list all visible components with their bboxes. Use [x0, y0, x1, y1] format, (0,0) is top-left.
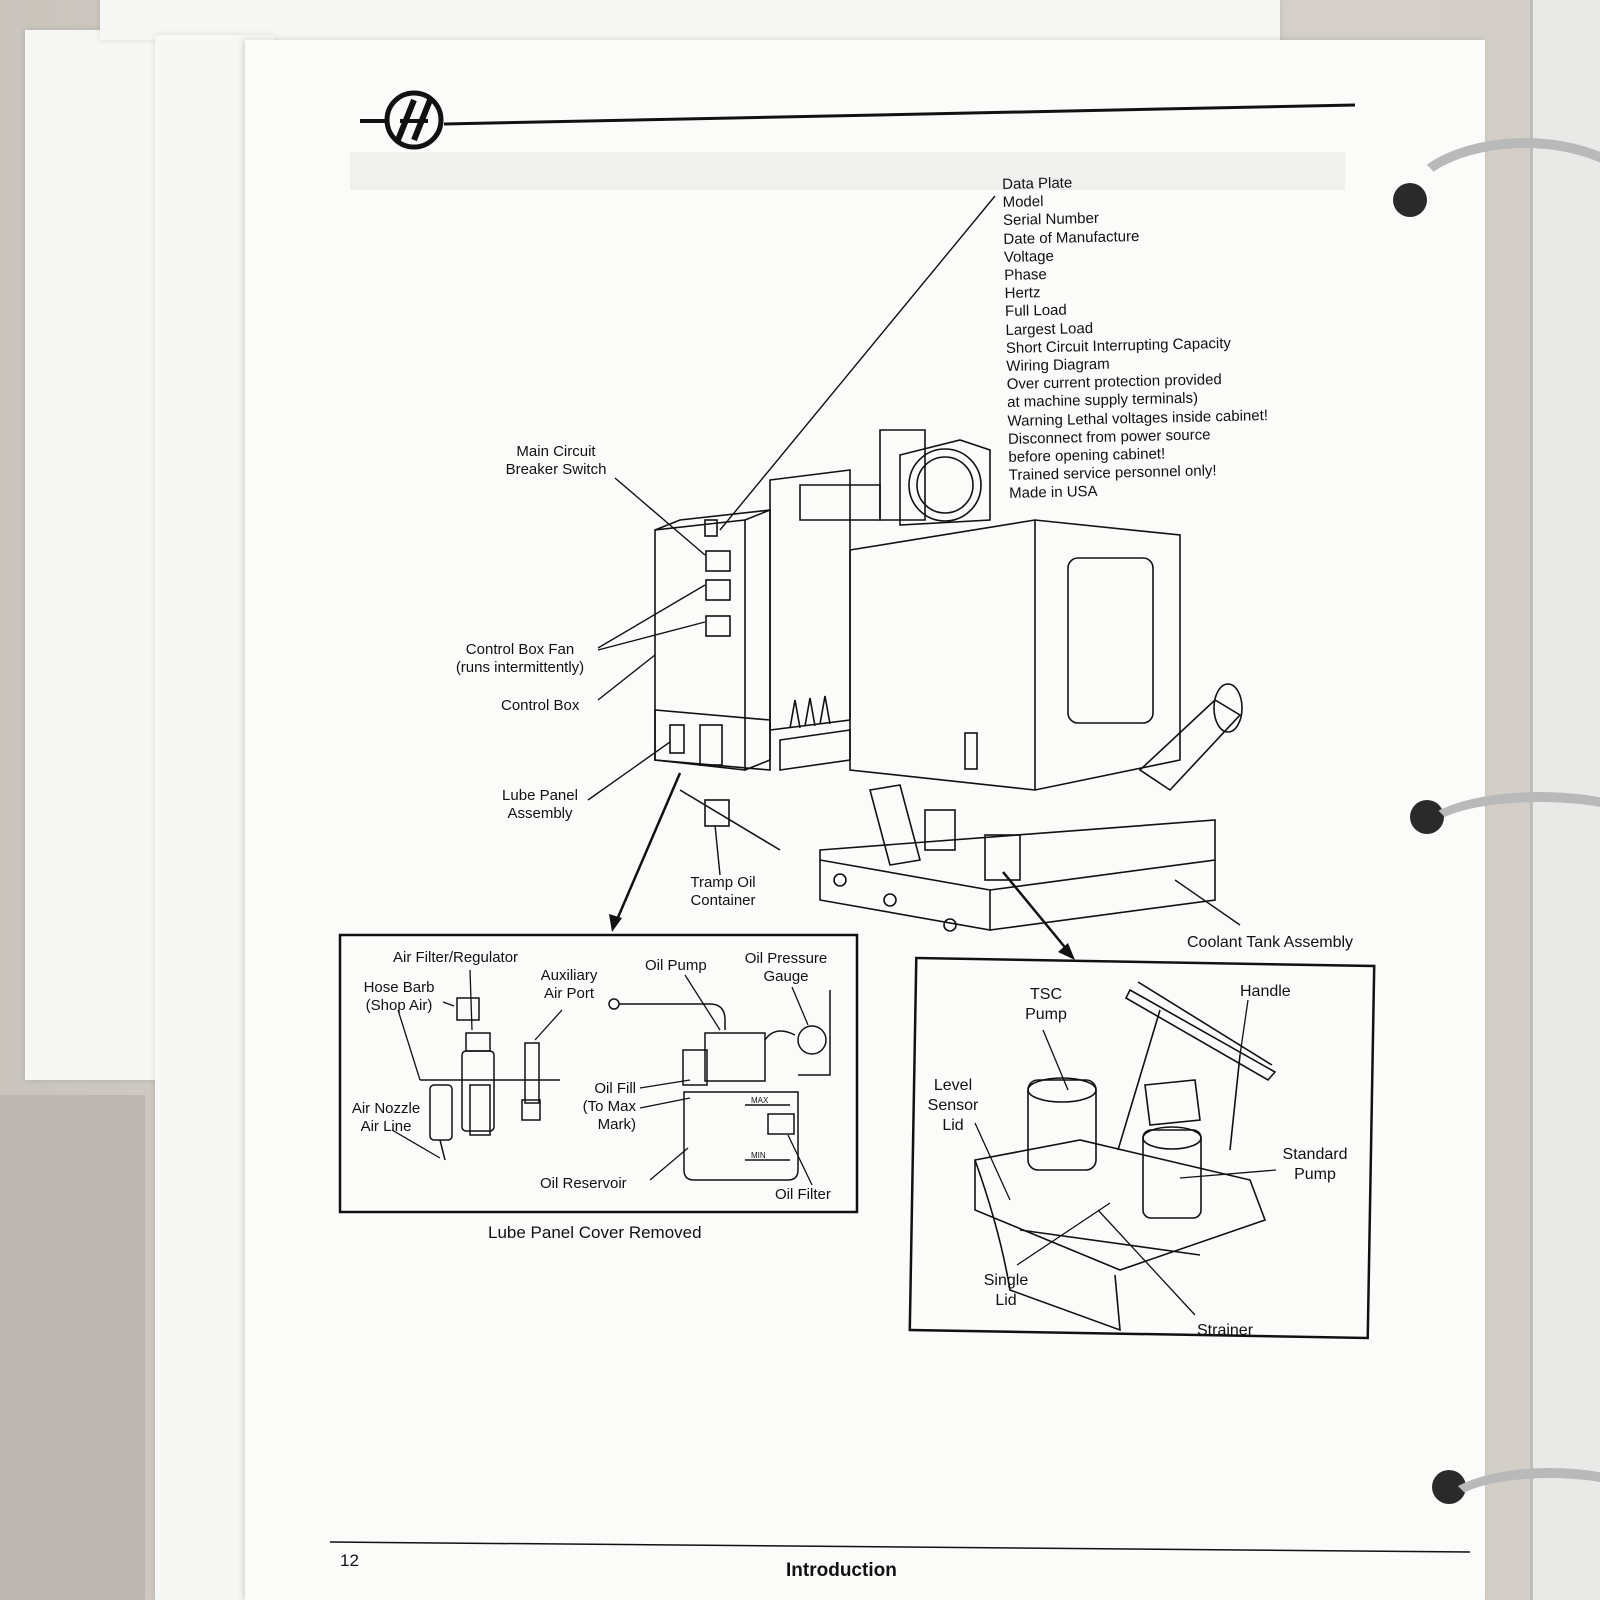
- single-lid-label: Single Lid: [983, 1272, 1029, 1309]
- hose-barb-label: Hose Barb (Shop Air): [363, 979, 435, 1014]
- coolant-detail-frame: [908, 956, 1376, 1340]
- arrowheads: [609, 914, 1075, 960]
- detail-arrows: [614, 772, 1069, 952]
- coolant-tank-assembly-label: Coolant Tank Assembly: [1187, 934, 1354, 951]
- standard-pump-label: Standard Pump: [1282, 1146, 1348, 1183]
- coolant-leaders: [974, 999, 1277, 1316]
- tramp-oil-container-label: Tramp Oil Container: [690, 874, 756, 909]
- binder-ring-top: [1400, 138, 1600, 278]
- oil-pressure-gauge-label: Oil Pressure Gauge: [744, 950, 828, 985]
- leader-lines: [587, 195, 1241, 926]
- haas-logo-icon: [360, 90, 1356, 150]
- auxiliary-air-port-label: Auxiliary Air Port: [540, 967, 598, 1002]
- oil-fill-label: Oil Fill (To Max Mark): [582, 1080, 636, 1133]
- data-plate-list: Data Plate Model Serial Number Date of M…: [1002, 170, 1270, 503]
- control-box-fan-label: Control Box Fan (runs intermittently): [455, 641, 585, 676]
- oil-filter-label: Oil Filter: [775, 1186, 831, 1203]
- binder-ring-bottom: [1440, 1468, 1600, 1548]
- faded-header-band: [350, 152, 1345, 190]
- lube-leaders: [391, 969, 813, 1186]
- manual-page: [245, 40, 1485, 1600]
- max-mark: MAX: [751, 1096, 769, 1105]
- vmc-machine-drawing: [654, 429, 1243, 932]
- section-title: Introduction: [786, 1560, 897, 1581]
- handle-label: Handle: [1240, 983, 1291, 1000]
- lube-panel-frame: [338, 933, 859, 1214]
- control-box-label: Control Box: [501, 697, 580, 714]
- top-sheet: [100, 0, 1280, 40]
- coolant-detail-drawing: [974, 981, 1277, 1332]
- footer-rule: [329, 1541, 1471, 1553]
- oil-reservoir-label: Oil Reservoir: [540, 1175, 627, 1192]
- lube-panel-assembly-label: Lube Panel Assembly: [502, 787, 578, 822]
- air-filter-regulator-label: Air Filter/Regulator: [393, 949, 519, 966]
- binder-ring-middle: [1420, 792, 1600, 872]
- grey-card: [0, 1095, 145, 1600]
- level-sensor-lid-label: Level Sensor Lid: [927, 1077, 979, 1134]
- main-circuit-breaker-label: Main Circuit Breaker Switch: [505, 443, 607, 478]
- strainer-label: Strainer: [1197, 1322, 1254, 1339]
- min-mark: MIN: [751, 1151, 766, 1160]
- lube-panel-drawing: [420, 990, 831, 1181]
- page-number: 12: [340, 1551, 359, 1570]
- lube-panel-caption: Lube Panel Cover Removed: [488, 1223, 702, 1242]
- tsc-pump-label: TSC Pump: [1025, 986, 1067, 1023]
- oil-pump-label: Oil Pump: [645, 957, 707, 974]
- air-nozzle-line-label: Air Nozzle Air Line: [351, 1100, 421, 1135]
